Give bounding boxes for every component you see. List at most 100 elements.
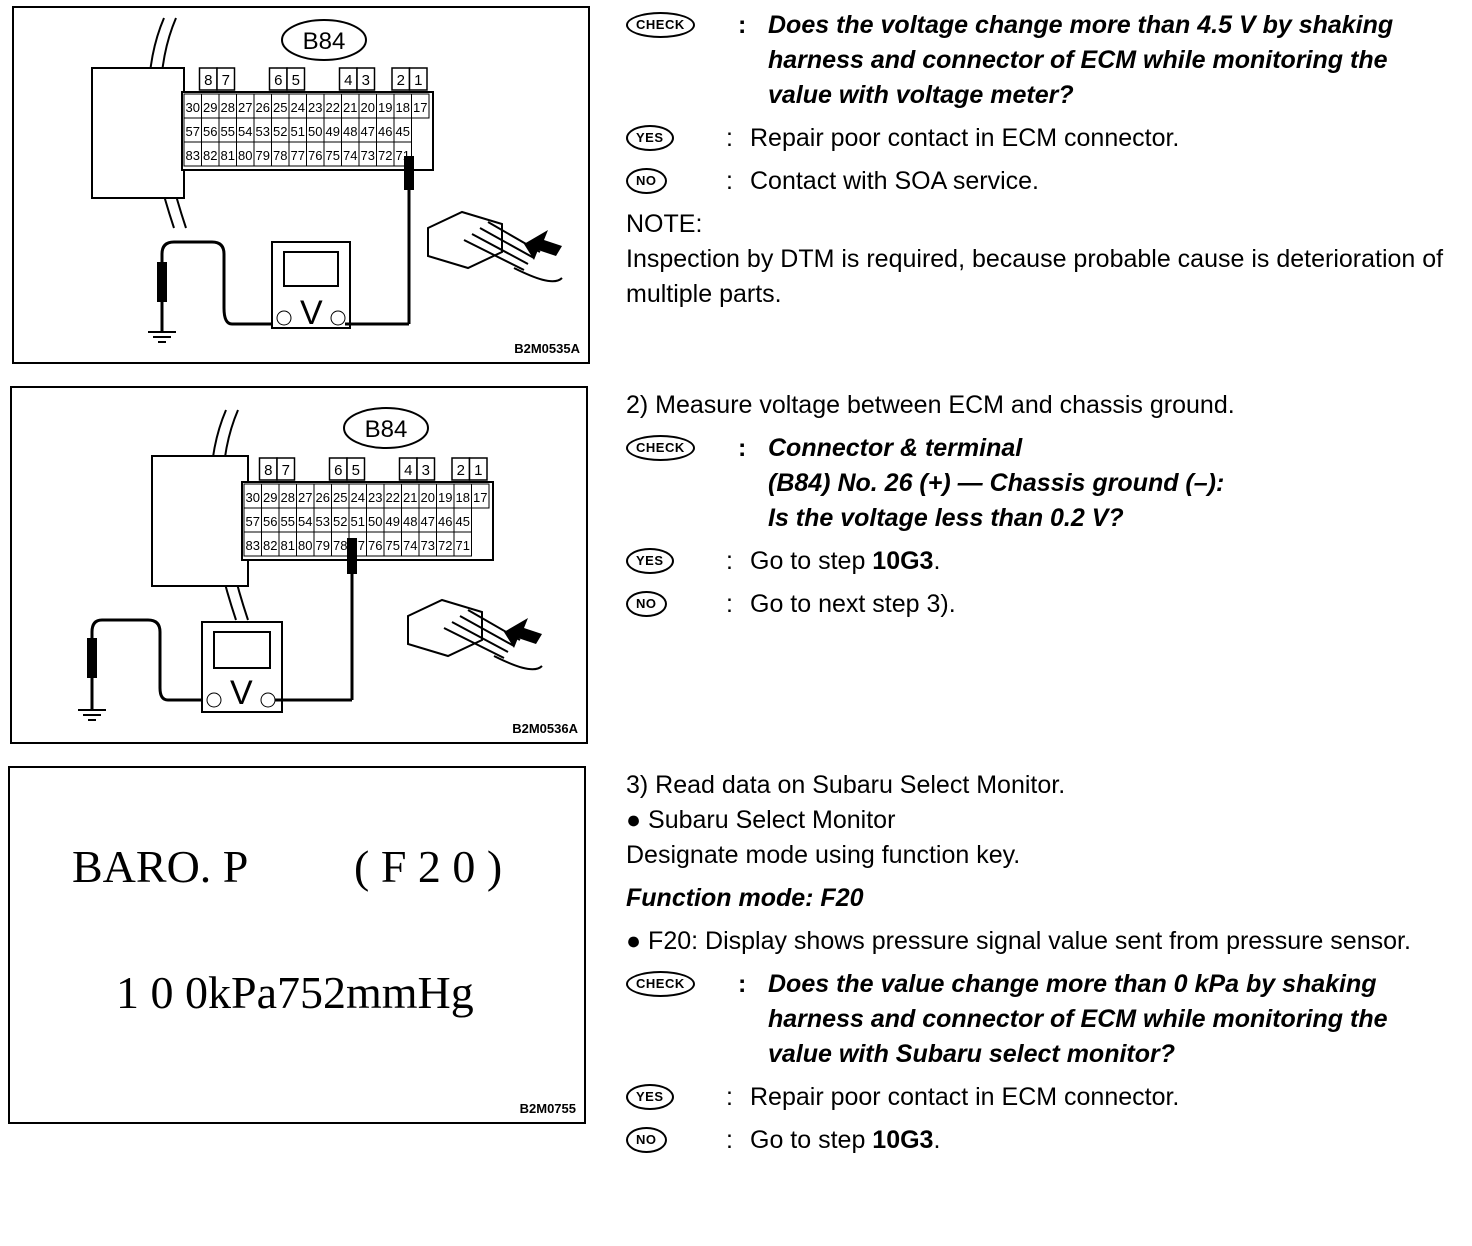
no-row: NO : Contact with SOA service. <box>626 164 1452 199</box>
yes-answer: Go to step 10G3. <box>750 547 941 575</box>
pin-number: 72 <box>378 148 392 163</box>
no-row: NO : Go to step 10G3. <box>626 1123 1448 1158</box>
pin-number: 55 <box>281 514 295 529</box>
yes-badge: YES <box>626 548 674 574</box>
pin-number: 4 <box>404 462 412 479</box>
pin-number: 25 <box>333 490 347 505</box>
pin-number: 47 <box>421 514 435 529</box>
pin-number: 78 <box>273 148 287 163</box>
pin-number: 50 <box>308 124 322 139</box>
pin-number: 2 <box>397 72 405 89</box>
pin-number: 22 <box>386 490 400 505</box>
check-badge: CHECK <box>626 12 695 38</box>
pin-number: 23 <box>308 100 322 115</box>
pin-number: 81 <box>221 148 235 163</box>
pin-number: 22 <box>326 100 340 115</box>
no-badge: NO <box>626 591 667 617</box>
yes-row: YES : Repair poor contact in ECM connect… <box>626 1080 1448 1115</box>
check-badge: CHECK <box>626 435 695 461</box>
pin-number: 71 <box>456 538 470 553</box>
pin-number: 1 <box>474 462 482 479</box>
pin-number: 21 <box>403 490 417 505</box>
pin-number: 17 <box>413 100 427 115</box>
pin-number: 8 <box>264 462 272 479</box>
pin-number: 20 <box>361 100 375 115</box>
small-connector-icon <box>427 210 563 283</box>
pin-number: 77 <box>291 148 305 163</box>
bullet-select-monitor: ● Subaru Select Monitor <box>626 806 896 834</box>
screen-param-name: BARO. P <box>72 841 249 892</box>
pin-number: 81 <box>281 538 295 553</box>
pin-number: 4 <box>344 72 352 89</box>
designate-text: Designate mode using function key. <box>626 841 1021 869</box>
pin-number: 54 <box>298 514 312 529</box>
pin-number: 82 <box>263 538 277 553</box>
pin-number: 79 <box>316 538 330 553</box>
pin-number: 75 <box>326 148 340 163</box>
pin-number: 24 <box>291 100 305 115</box>
figure-code: B2M0755 <box>519 1101 576 1116</box>
pin-number: 7 <box>282 462 290 479</box>
pin-number: 56 <box>263 514 277 529</box>
pin-number: 8 <box>204 72 212 89</box>
pin-number: 46 <box>378 124 392 139</box>
pin-number: 55 <box>221 124 235 139</box>
pin-number: 57 <box>246 514 260 529</box>
figure-code: B2M0536A <box>512 721 578 736</box>
pin-number: 27 <box>238 100 252 115</box>
pin-number: 25 <box>273 100 287 115</box>
bullet-f20: ● F20: Display shows pressure signal val… <box>626 927 1411 955</box>
pin-number: 48 <box>343 124 357 139</box>
pin-number: 52 <box>273 124 287 139</box>
pin-number: 21 <box>343 100 357 115</box>
pin-number: 47 <box>361 124 375 139</box>
pin-number: 24 <box>351 490 365 505</box>
section-1: CHECK : Does the voltage change more tha… <box>626 8 1452 312</box>
pin-number: 83 <box>246 538 260 553</box>
pin-number: 51 <box>351 514 365 529</box>
figure-code: B2M0535A <box>514 341 580 356</box>
pin-number: 54 <box>238 124 252 139</box>
yes-answer: Repair poor contact in ECM connector. <box>750 1083 1180 1111</box>
pin-number: 80 <box>238 148 252 163</box>
pin-number: 76 <box>368 538 382 553</box>
pin-number: 5 <box>352 462 360 479</box>
pin-number: 79 <box>256 148 270 163</box>
pin-number: 73 <box>361 148 375 163</box>
step-ref: 10G3 <box>872 1126 934 1154</box>
no-badge: NO <box>626 1127 667 1153</box>
pin-number: 45 <box>396 124 410 139</box>
svg-text:V: V <box>300 294 323 332</box>
pin-number: 74 <box>343 148 357 163</box>
pin-number: 3 <box>422 462 430 479</box>
no-answer: Go to step 10G3. <box>750 1126 941 1154</box>
pin-number: 72 <box>438 538 452 553</box>
pin-number: 26 <box>316 490 330 505</box>
yes-badge: YES <box>626 125 674 151</box>
pin-number: 19 <box>378 100 392 115</box>
pin-number: 20 <box>421 490 435 505</box>
no-answer: Contact with SOA service. <box>750 167 1040 195</box>
pin-number: 5 <box>292 72 300 89</box>
check-row: CHECK : Does the value change more than … <box>626 967 1448 1072</box>
check-line-2: (B84) No. 26 (+) — Chassis ground (–): <box>768 469 1225 497</box>
note-title: NOTE: <box>626 210 703 238</box>
pin-number: 30 <box>246 490 260 505</box>
no-badge: NO <box>626 168 667 194</box>
pin-number: 80 <box>298 538 312 553</box>
note-text: Inspection by DTM is required, because p… <box>626 245 1444 308</box>
pin-number: 26 <box>256 100 270 115</box>
pin-number: 46 <box>438 514 452 529</box>
connector-label: B84 <box>365 416 408 443</box>
check-row: CHECK : Does the voltage change more tha… <box>626 8 1452 113</box>
pin-number: 29 <box>263 490 277 505</box>
function-mode: Function mode: F20 <box>626 884 864 912</box>
no-row: NO : Go to next step 3). <box>626 587 1452 622</box>
pin-number: 56 <box>203 124 217 139</box>
pin-number: 1 <box>414 72 422 89</box>
